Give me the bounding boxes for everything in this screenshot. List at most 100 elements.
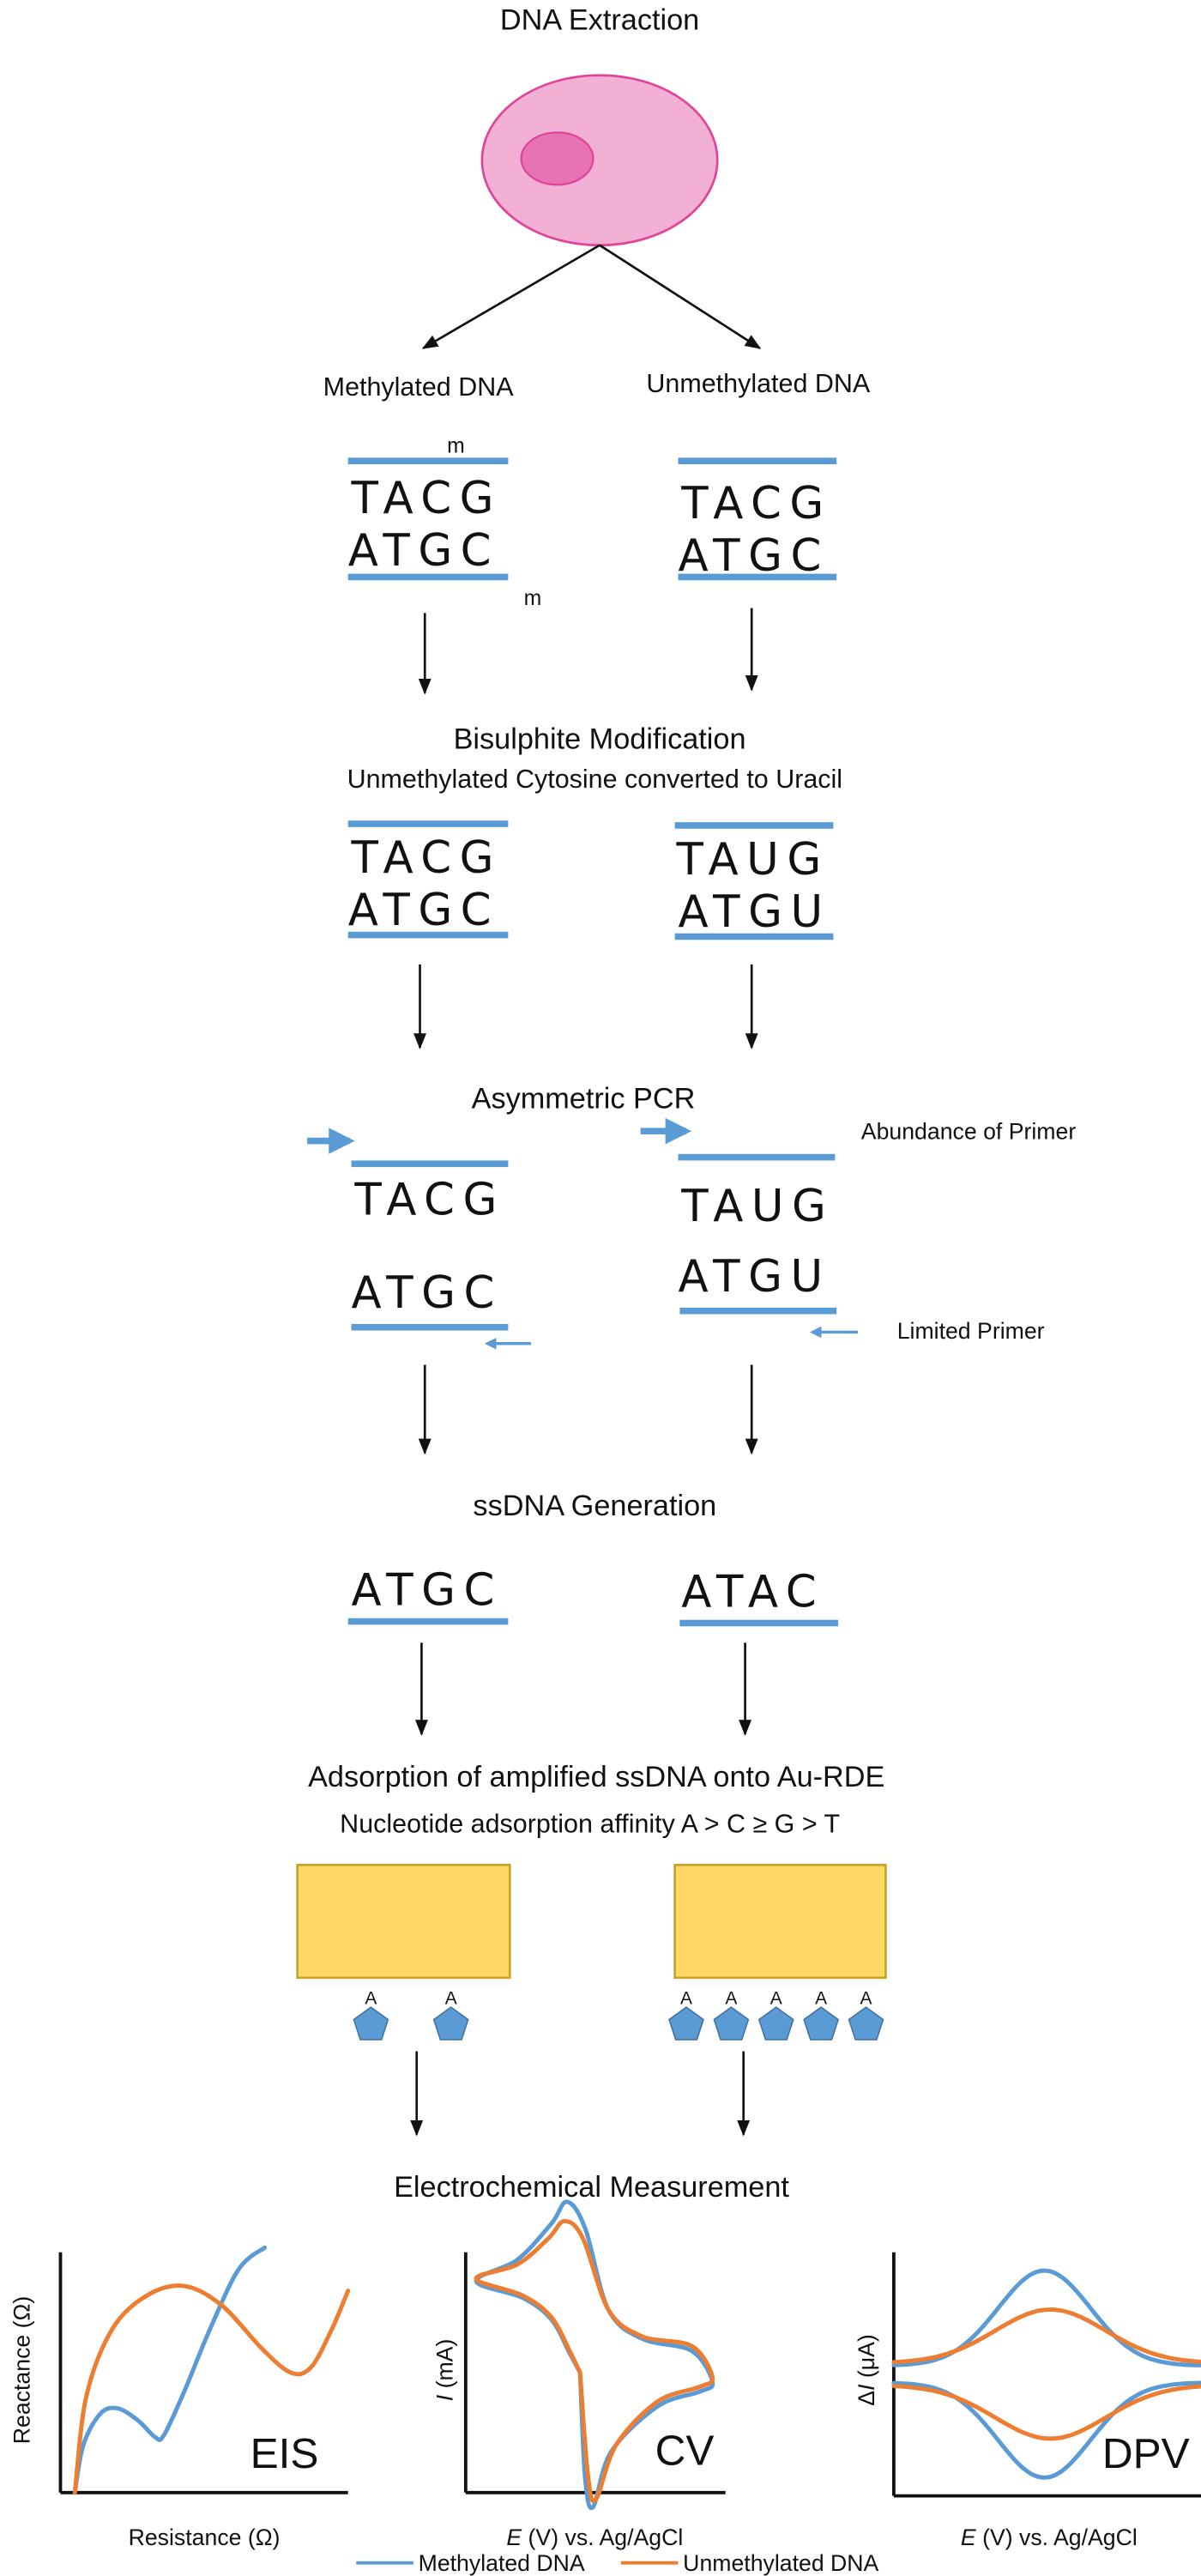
series-line-unmethylated-dna [474,2218,715,2503]
nucleotide-label: A [770,1988,782,2008]
strand-bar [679,1619,839,1627]
measurement-title: Electrochemical Measurement [394,2171,789,2204]
methyl-mark-top: m [447,435,465,458]
adsorbed-nucleotide: A [757,1988,794,2041]
bisulphite-subtitle: Unmethylated Cytosine converted to Uraci… [347,765,842,794]
dpv-chart: DPV E (V) vs. Ag/AgCl ΔI (μA) [854,2252,1201,2550]
x-axis-label: E (V) vs. Ag/AgCl [506,2525,683,2550]
cell-icon [480,74,719,247]
pentagon-icon [757,2006,794,2041]
x-axis-label: Resistance (Ω) [129,2525,281,2550]
sequence-top: TAUG [676,834,830,886]
limited-primer-label: Limited Primer [897,1318,1045,1344]
ssdna-right: ATAC [679,1566,839,1627]
step-arrows [414,1642,752,1736]
adsorbed-nucleotide: A [803,1988,840,2041]
adsorption-subtitle: Nucleotide adsorption affinity A > C ≥ G… [340,1809,840,1838]
pcr-right-duplex: TAUG ATGU [640,1117,858,1339]
extraction-title: DNA Extraction [500,3,699,36]
strand-bar [347,573,509,581]
sequence-top: TACG [680,478,832,529]
legend-label: Methylated DNA [419,2550,585,2576]
strand-bar [351,1160,509,1168]
nucleotide-label: A [445,1988,457,2008]
x-axis-label: E (V) vs. Ag/AgCl [961,2525,1138,2550]
strand-bar [678,1153,836,1161]
bisulphite-left-duplex: TACG ATGC [347,820,509,939]
pentagon-icon [353,2006,389,2041]
y-axis-label: ΔI (μA) [854,2334,879,2406]
sequence-bottom: ATGU [678,886,830,938]
pentagon-icon [432,2006,469,2041]
sequence-top: TACG [351,832,503,884]
methyl-mark-bottom: m [524,587,542,610]
pentagon-icon [848,2006,884,2041]
series-line-unmethylated-dna-forward [891,2307,1201,2365]
legend-label: Unmethylated DNA [683,2550,878,2576]
nucleotide-label: A [680,1988,692,2008]
chart-tag: CV [655,2427,715,2474]
sequence: ATAC [681,1566,824,1618]
strand-bar [679,1307,837,1315]
unmethylated-branch-label: Unmethylated DNA [646,369,870,398]
adsorbed-nucleotide: A [713,1988,750,2041]
legend: Methylated DNA Unmethylated DNA [356,2550,879,2576]
nucleotide-label: A [365,1988,377,2008]
sequence-top: TACG [353,1174,505,1225]
cv-chart: CV E (V) vs. Ag/AgCl I (mA) [432,2199,726,2550]
strand-bar [678,573,837,581]
sequence-bottom: ATGC [348,885,499,936]
sequence: ATGC [352,1565,503,1617]
legend-item-unmethylated: Unmethylated DNA [620,2550,879,2576]
adsorbed-nucleotide: A [353,1988,389,2041]
step-arrows [418,608,758,695]
series-line-unmethylated-dna-reverse [891,2384,1201,2441]
nucleotide-label: A [725,1988,737,2008]
strand-bar [351,1323,509,1331]
abundance-primer-label: Abundance of Primer [861,1119,1077,1145]
nucleotide-label: A [860,1988,872,2008]
sequence-top: TACG [351,473,503,524]
sequence-bottom: ATGC [678,530,829,582]
y-axis-label: Reactance (Ω) [9,2296,34,2445]
ssdna-title: ssDNA Generation [473,1490,716,1522]
adsorption-title: Adsorption of amplified ssDNA onto Au-RD… [308,1761,884,1793]
unmethylated-duplex: TACG ATGC [678,457,837,582]
step-arrows [413,964,758,1049]
series-line-methylated-dna [72,2245,268,2495]
strand-bar [347,820,509,827]
methylated-branch-label: Methylated DNA [323,372,515,402]
branch-arrows [421,244,762,349]
adsorbed-nucleotide: A [432,1988,469,2041]
step-arrows [410,2051,751,2137]
pentagon-icon [713,2006,750,2041]
chart-tag: DPV [1102,2430,1190,2477]
strand-bar [347,931,509,939]
adsorbed-nucleotide: A [668,1988,704,2041]
gold-electrode-left [296,1864,511,1980]
strand-bar [347,457,509,464]
sequence-top: TAUG [680,1181,834,1232]
nucleotide-label: A [815,1988,827,2008]
gold-electrode-right [673,1864,887,1980]
series-line-unmethylated-dna [72,2283,351,2495]
strand-bar [674,822,834,829]
ssdna-left: ATGC [347,1565,509,1625]
pcr-left-duplex: TACG ATGC [307,1128,532,1350]
bisulphite-title: Bisulphite Modification [454,723,746,755]
pentagon-icon [668,2006,704,2041]
sequence-bottom: ATGC [348,525,499,577]
strand-bar [678,457,837,464]
pentagon-icon [803,2006,840,2041]
sequence-bottom: ATGU [678,1251,830,1303]
strand-bar [674,933,834,940]
adsorbed-nucleotide: A [848,1988,884,2041]
strand-bar [347,1618,509,1625]
methylated-duplex: m TACG ATGC m [347,435,542,610]
sequence-bottom: ATGC [352,1267,503,1319]
legend-item-methylated: Methylated DNA [356,2550,585,2576]
pcr-title: Asymmetric PCR [472,1082,696,1115]
